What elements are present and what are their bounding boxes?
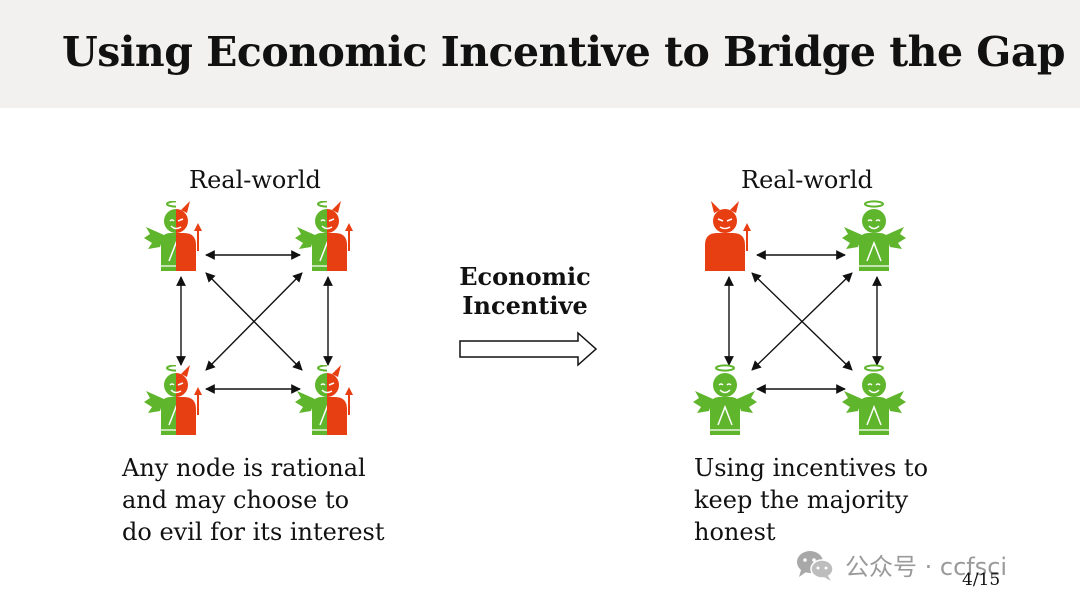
half-angel-half-devil-icon xyxy=(295,201,359,271)
half-angel-half-devil-icon xyxy=(144,365,208,435)
left-caption: Any node is rational and may choose to d… xyxy=(122,452,385,548)
right-caption-line-1: Using incentives to xyxy=(694,454,929,482)
watermark-text: 公众号 · ccfsci xyxy=(845,553,1008,581)
left-caption-line-3: do evil for its interest xyxy=(122,518,385,546)
left-network-edges xyxy=(176,250,333,394)
hollow-arrow-icon xyxy=(459,331,598,367)
right-real-world-label: Real-world xyxy=(741,166,873,194)
right-caption-line-2: keep the majority xyxy=(694,486,909,514)
half-angel-half-devil-icon xyxy=(144,201,208,271)
wechat-icon xyxy=(795,548,835,588)
slide-title: Using Economic Incentive to Bridge the G… xyxy=(62,28,1066,76)
angel-icon xyxy=(692,364,758,436)
devil-icon xyxy=(704,200,752,272)
economic-incentive-label: Economic Incentive xyxy=(430,262,620,320)
left-real-world-label: Real-world xyxy=(189,166,321,194)
title-bar xyxy=(0,0,1080,108)
left-caption-line-2: and may choose to xyxy=(122,486,350,514)
right-network-edges xyxy=(724,250,882,394)
angel-icon xyxy=(841,364,907,436)
right-caption: Using incentives to keep the majority ho… xyxy=(694,452,928,548)
economic-incentive-line-1: Economic xyxy=(459,262,591,291)
watermark: 公众号 · ccfsci xyxy=(795,547,1007,588)
economic-incentive-line-2: Incentive xyxy=(462,291,588,320)
angel-icon xyxy=(841,200,907,272)
page-number: 4/15 xyxy=(962,570,1001,590)
half-angel-half-devil-icon xyxy=(295,365,359,435)
right-caption-line-3: honest xyxy=(694,518,776,546)
left-caption-line-1: Any node is rational xyxy=(122,454,366,482)
